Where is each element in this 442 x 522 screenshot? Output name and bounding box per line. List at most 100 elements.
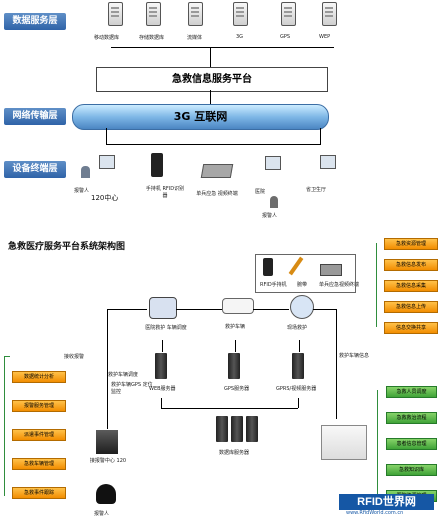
device-bus-line (106, 144, 320, 145)
ambulance-icon (222, 298, 254, 314)
layer-label-data: 数据服务层 (4, 13, 66, 30)
rfid-device-label: 腕带 (297, 282, 308, 288)
health-dept-label: 省卫生厅 (306, 187, 327, 193)
server-label: GPS服务器 (224, 386, 250, 392)
server-label: 数据库服务器 (219, 450, 250, 456)
right-green-item: 急救人员调度 (386, 386, 437, 398)
video-terminal-label: 单兵应急 视频终端 (196, 191, 238, 197)
link-line (161, 398, 162, 408)
mobile-db-server-icon (108, 2, 123, 26)
network-drop-right (320, 128, 321, 145)
link-line (313, 309, 336, 310)
gps-server-icon (228, 353, 240, 379)
page-title: 急救医疗服务平台系统架构图 (8, 242, 126, 252)
right-item: 急救资源管理 (384, 238, 438, 250)
server-label: 移动数据库 (94, 35, 120, 41)
link-line (162, 340, 163, 352)
server-label: 3G (236, 34, 244, 40)
server-label: 流媒体 (187, 35, 203, 41)
right-green-item: 急救救治流程 (386, 412, 437, 424)
platform-box: 急救信息服务平台 (96, 67, 328, 92)
annotation: 救护车辆调度 (108, 372, 139, 378)
left-tree-line (4, 356, 5, 496)
web-server-icon (155, 353, 167, 379)
server-label: GPRS/视频服务器 (276, 386, 317, 392)
link-line (161, 408, 298, 409)
center-label: 120中心 (91, 194, 119, 202)
rescue-label: 现场救护 (287, 325, 308, 331)
platform-to-network-line (210, 90, 211, 104)
hospital-building-icon (321, 425, 367, 460)
rfid-device-box (255, 254, 356, 293)
caller-label: 报警人 (94, 511, 110, 517)
link-line (298, 398, 299, 408)
left-item: 急救事件跟踪 (12, 487, 66, 499)
link-line (253, 309, 289, 310)
link-line (299, 340, 300, 352)
left-item: 急救车辆管理 (12, 458, 66, 470)
network-drop-left (106, 128, 107, 145)
watermark-logo: RFID世界网 (339, 494, 434, 510)
caller-left-label: 报警人 (74, 188, 90, 194)
left-item: 派遣事件管理 (12, 429, 66, 441)
annotation: 救护车辆信息 (339, 353, 370, 359)
center-120-label: 接报警中心 120 (89, 458, 127, 464)
db-server-icon (216, 416, 228, 442)
3g-server-icon (233, 2, 248, 26)
wep-server-icon (322, 2, 337, 26)
db-server-icon (231, 416, 243, 442)
caller-mid-label: 报警人 (262, 213, 278, 219)
link-line (235, 340, 236, 352)
field-rescue-icon (290, 295, 314, 319)
center-120-building-icon (96, 430, 118, 454)
watermark-url: www.RfidWorld.com.cn (346, 510, 404, 516)
layer-label-network: 网络传输层 (4, 108, 66, 125)
left-tree-line (4, 356, 10, 357)
left-item: 报警服务管理 (12, 400, 66, 412)
top-bus-line (111, 47, 334, 48)
gprs-server-icon (292, 353, 304, 379)
server-label: WEP (319, 34, 331, 40)
link-line (107, 309, 108, 429)
hospital-pc-icon (265, 156, 281, 170)
handheld-icon (151, 153, 163, 177)
link-line (107, 309, 147, 310)
health-dept-pc-icon (320, 155, 336, 169)
rfid-handheld-icon (263, 258, 273, 276)
hospital-label: 医院 (255, 189, 266, 195)
bus-to-platform-line (210, 47, 211, 67)
hospital-dispatch-icon (149, 297, 177, 319)
right-green-item: 患者信息管理 (386, 438, 437, 450)
network-pipe: 3G 互联网 (72, 104, 329, 130)
annotation: 救护车辆GPS 定位监控 (111, 382, 153, 395)
left-item: 数据统计分析 (12, 371, 66, 383)
handheld-label: 手持机 RFID识别器 (145, 186, 185, 199)
storage-db-server-icon (146, 2, 161, 26)
annotation: 接收报警 (64, 354, 85, 360)
right-item: 急救信息发布 (384, 259, 438, 271)
rescue-label: 医院救护 车辆调度 (145, 325, 187, 331)
right-item: 信息交换共享 (384, 322, 438, 334)
layer-label-terminal: 设备终端层 (4, 161, 66, 178)
gps-server-icon (281, 2, 296, 26)
streaming-server-icon (188, 2, 203, 26)
right-tree-line (377, 390, 378, 496)
right-green-item: 急救知识库 (386, 464, 437, 476)
caller-icon (96, 484, 116, 504)
server-label: GPS (280, 34, 291, 40)
db-server-icon (246, 416, 258, 442)
center-pc-icon (99, 155, 115, 169)
server-label: 存储数据库 (139, 35, 165, 41)
rfid-device-label: 单兵应急视频终端 (319, 282, 360, 288)
rfid-device-label: RFID手持机 (260, 282, 287, 288)
caller-mid-icon (270, 196, 278, 208)
right-item: 急救信息采集 (384, 280, 438, 292)
video-terminal-icon (200, 164, 234, 178)
right-tree-line (376, 243, 377, 327)
link-line (336, 309, 337, 419)
right-item: 急救信息上传 (384, 301, 438, 313)
single-video-terminal-icon (320, 264, 342, 276)
link-line (176, 309, 222, 310)
rescue-label: 救护车辆 (225, 324, 246, 330)
caller-left-icon (81, 166, 90, 178)
